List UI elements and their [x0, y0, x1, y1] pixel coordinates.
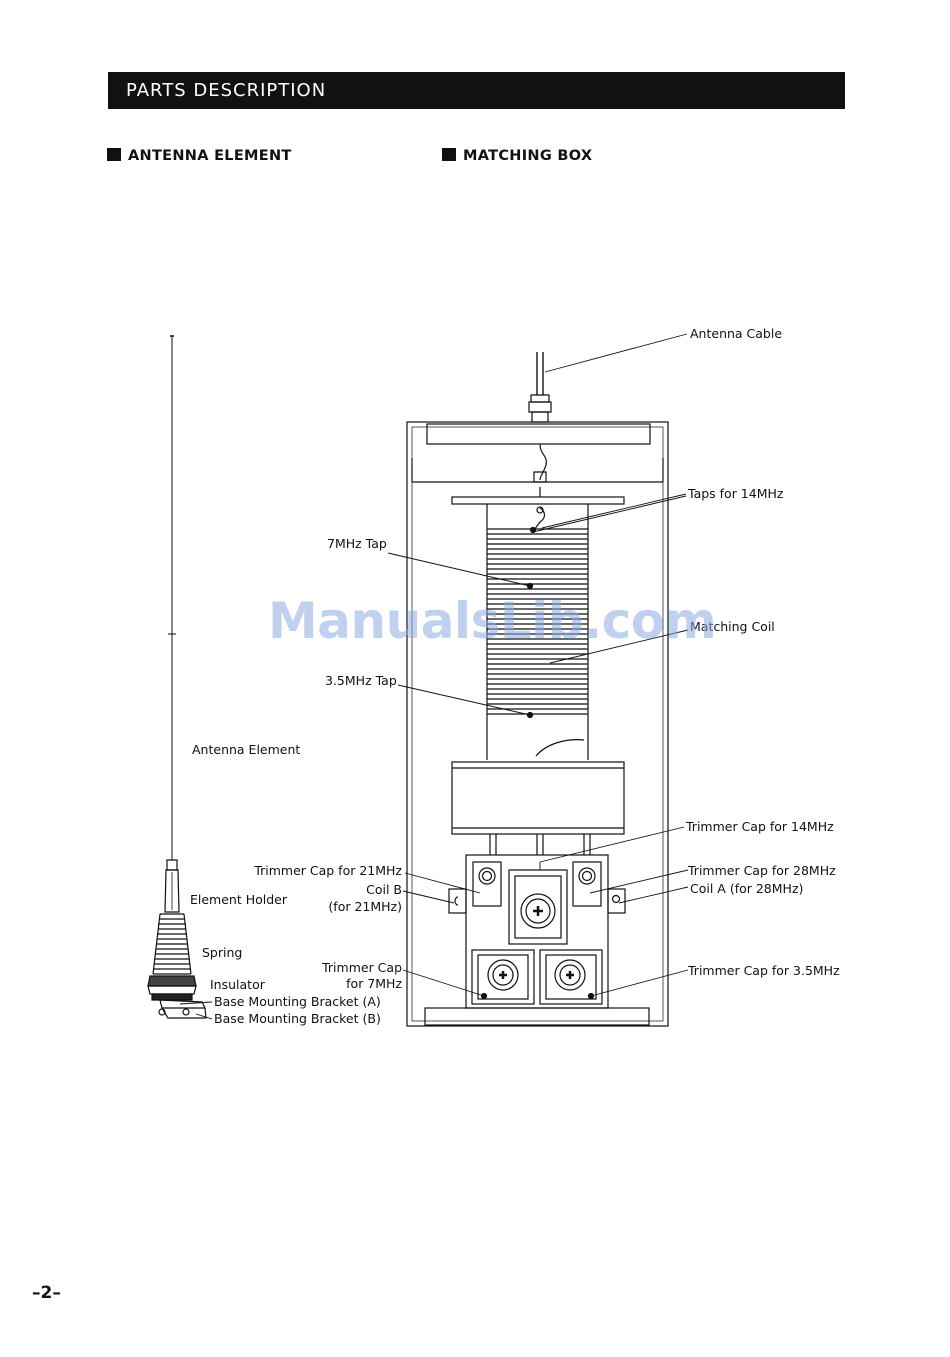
matching-box-heading-text: MATCHING BOX: [463, 148, 593, 164]
insulator-drawing: [147, 975, 197, 1001]
label-trimmer-3-5mhz: Trimmer Cap for 3.5MHz: [688, 963, 840, 978]
matching-coil-drawing: [486, 504, 589, 760]
label-coil-b-note: (for 21MHz): [328, 899, 402, 914]
bullet-square-icon: [442, 148, 456, 161]
label-trimmer-7mhz-line2: for 7MHz: [346, 976, 402, 991]
coil-b-drawing: [448, 888, 467, 914]
antenna-element-heading-text: ANTENNA ELEMENT: [128, 148, 292, 164]
label-matching-coil: Matching Coil: [690, 619, 775, 634]
label-trimmer-21mhz: Trimmer Cap for 21MHz: [254, 863, 402, 878]
antenna-cable-drawing: [528, 352, 552, 483]
label-antenna-cable: Antenna Cable: [690, 326, 783, 341]
leader-lines: [179, 333, 689, 1020]
trimmer-cap-3-5mhz-drawing: [539, 949, 603, 1005]
label-taps-14mhz: Taps for 14MHz: [688, 486, 784, 501]
trimmer-cap-21mhz-drawing: [472, 861, 502, 907]
label-tap-7mhz: 7MHz Tap: [327, 536, 387, 551]
trimmer-cap-7mhz-drawing: [471, 949, 535, 1005]
label-spring: Spring: [202, 945, 243, 960]
label-trimmer-28mhz: Trimmer Cap for 28MHz: [688, 863, 836, 878]
antenna-element-drawing: [147, 335, 207, 1019]
label-coil-a: Coil A (for 28MHz): [690, 881, 804, 896]
trimmer-cap-14mhz-screw: [508, 869, 568, 945]
matching-box-heading: MATCHING BOX: [442, 147, 592, 165]
label-antenna-element: Antenna Element: [192, 742, 301, 757]
spring-coil-drawing: [152, 913, 192, 975]
label-element-holder: Element Holder: [190, 892, 288, 907]
label-trimmer-14mhz: Trimmer Cap for 14MHz: [686, 819, 834, 834]
label-tap-3-5mhz: 3.5MHz Tap: [325, 673, 397, 688]
section-header-bar: PARTS DESCRIPTION: [108, 72, 845, 109]
trimmer-cap-14mhz-body: [451, 761, 625, 835]
base-bracket-drawing: [158, 999, 207, 1019]
label-coil-b: Coil B: [366, 882, 402, 897]
trimmer-cap-28mhz-drawing: [572, 861, 602, 907]
label-base-bracket-a: Base Mounting Bracket (A): [214, 994, 381, 1009]
matching-box-drawing: [406, 352, 669, 1027]
label-insulator: Insulator: [210, 977, 265, 992]
label-base-bracket-b: Base Mounting Bracket (B): [214, 1011, 381, 1026]
label-trimmer-7mhz-line1: Trimmer Cap: [322, 960, 402, 975]
page-number: –2–: [32, 1283, 61, 1303]
antenna-element-heading: ANTENNA ELEMENT: [107, 147, 292, 165]
bullet-square-icon: [107, 148, 121, 161]
coil-a-drawing: [607, 888, 626, 914]
page-title: PARTS DESCRIPTION: [126, 80, 327, 101]
